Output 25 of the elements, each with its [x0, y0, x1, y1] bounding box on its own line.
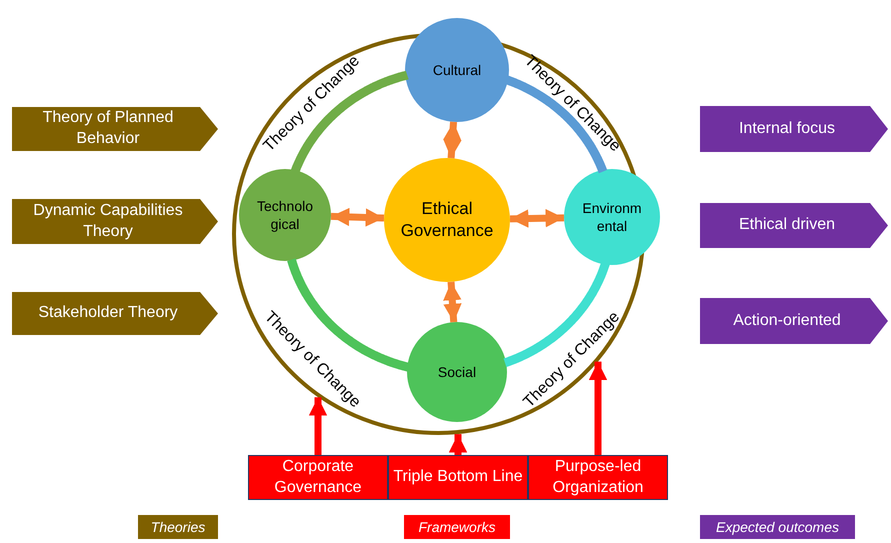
arrow — [443, 282, 462, 322]
legend-key: Frameworks — [404, 515, 510, 539]
legend-key: Theories — [138, 515, 218, 539]
legend-key: Expected outcomes — [700, 515, 855, 539]
topic-circle: Cultural — [405, 18, 509, 122]
outcome-arrow-box: Ethical driven — [700, 203, 888, 248]
framework-box: Triple Bottom Line — [388, 455, 528, 500]
arrow — [330, 208, 384, 227]
arrow — [588, 362, 608, 455]
topic-circle: Environm ental — [564, 169, 660, 265]
outcome-arrow-box: Internal focus — [700, 106, 888, 152]
arrow — [448, 434, 468, 455]
arrow — [443, 122, 462, 158]
topic-circle: Technolo gical — [239, 169, 331, 261]
center-circle: Ethical Governance — [384, 158, 510, 282]
theory-arrow-box: Stakeholder Theory — [12, 292, 218, 335]
framework-box: Purpose-led Organization — [528, 455, 668, 500]
outcome-arrow-box: Action-oriented — [700, 298, 888, 344]
theory-arrow-box: Dynamic Capabilities Theory — [12, 199, 218, 244]
arrow — [308, 397, 328, 455]
ring-connector — [504, 76, 608, 176]
topic-circle: Social — [407, 322, 507, 422]
framework-box: Corporate Governance — [248, 455, 388, 500]
theory-arrow-box: Theory of Planned Behavior — [12, 107, 218, 151]
arrow — [510, 209, 564, 228]
